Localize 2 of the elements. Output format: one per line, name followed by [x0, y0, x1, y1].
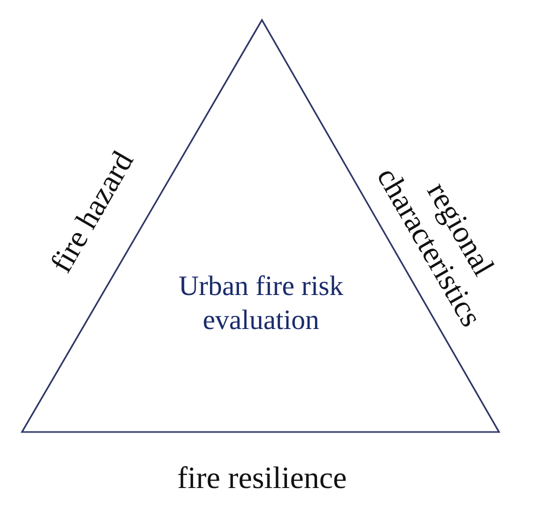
- node-title: Urban fire risk evaluation: [178, 270, 344, 338]
- base-label: fire resilience: [176, 460, 348, 496]
